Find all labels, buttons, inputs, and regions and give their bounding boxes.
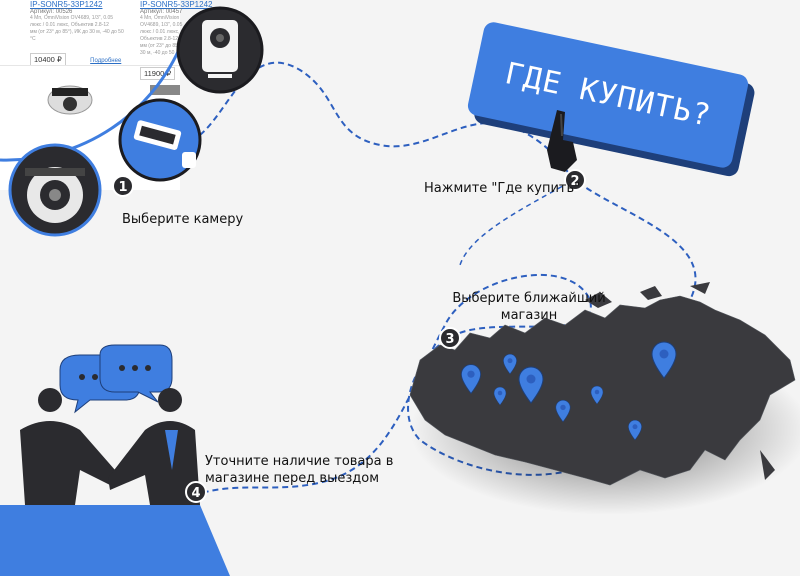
- camera-icon-box: [118, 98, 202, 182]
- map-pin-icon: [518, 366, 544, 404]
- step-3-label: Выберите ближайший магазин: [452, 291, 606, 323]
- route-dashed-path: [194, 61, 697, 496]
- camera-icon-cube: [176, 6, 264, 94]
- step-number: 4: [191, 486, 200, 501]
- product-desc-line: 4 Mп, OmniVision OV4689, 1/3", 0.05: [30, 15, 114, 21]
- step-1-label: Выберите камеру: [122, 212, 244, 227]
- camera-icon-dome: [8, 143, 102, 237]
- map-pin-icon: [493, 386, 507, 406]
- product-desc-line: люкс / 0.01 люкс, Объектив 2.8-12: [30, 22, 109, 28]
- product-link[interactable]: IP-SONR5-33P1242: [140, 0, 213, 9]
- step-badge: 4: [185, 481, 207, 503]
- product-desc-line: мм (от 23° до 85°), ИК до 30 м, -40 до 5…: [30, 29, 124, 42]
- step-badge: 3: [439, 327, 461, 349]
- step-number: 2: [570, 174, 579, 189]
- product-sku: Артикул: 00526: [30, 9, 73, 15]
- product-link[interactable]: IP-SONR5-33P1242: [30, 0, 103, 9]
- step-2-label: Нажмите "Где купить": [424, 181, 581, 196]
- map-pin-icon: [460, 364, 482, 395]
- map-pins: [460, 341, 677, 441]
- map-pin-icon: [628, 419, 642, 441]
- product-card: IP-SONR5-33P1242 Артикул: 00526 4 Mп, Om…: [30, 0, 130, 67]
- product-desc-line: 4 Mп, OmniVision OV4689, 1/3", 0.05: [140, 15, 183, 28]
- step-number: 1: [118, 180, 127, 195]
- map-pin-icon: [503, 353, 517, 375]
- speech-bubble-icon: [99, 344, 173, 403]
- product-desc-line: мм (от 23° до 85°), ИК до 30 м, -40 до 5…: [140, 43, 198, 56]
- product-price: 11900 ₽: [140, 67, 176, 80]
- route-branch: [459, 181, 571, 266]
- step-badge: 1: [112, 175, 134, 197]
- product-card: IP-SONR5-33P1242 Артикул: 00457 4 Mп, Om…: [140, 0, 213, 81]
- map-islands: [585, 282, 775, 480]
- map-pin-icon: [555, 399, 571, 423]
- table-surface: [0, 505, 230, 576]
- step-4-label: Уточните наличие товара в магазине перед…: [205, 454, 394, 486]
- where-to-buy-button[interactable]: [465, 20, 758, 178]
- catalog-camera-image: [0, 65, 180, 115]
- hand-pointer-icon: [547, 110, 577, 172]
- map-pin-icon: [651, 341, 677, 379]
- step-number: 3: [445, 332, 454, 347]
- product-desc-line: люкс / 0.01 люкс, Объектив 2.8-12: [140, 29, 180, 42]
- handshake-icon: [20, 388, 200, 505]
- map-pin-icon: [590, 385, 604, 405]
- details-link[interactable]: Подробнее: [90, 58, 122, 64]
- product-sku: Артикул: 00457: [140, 9, 183, 15]
- step-badge: 2: [564, 169, 586, 191]
